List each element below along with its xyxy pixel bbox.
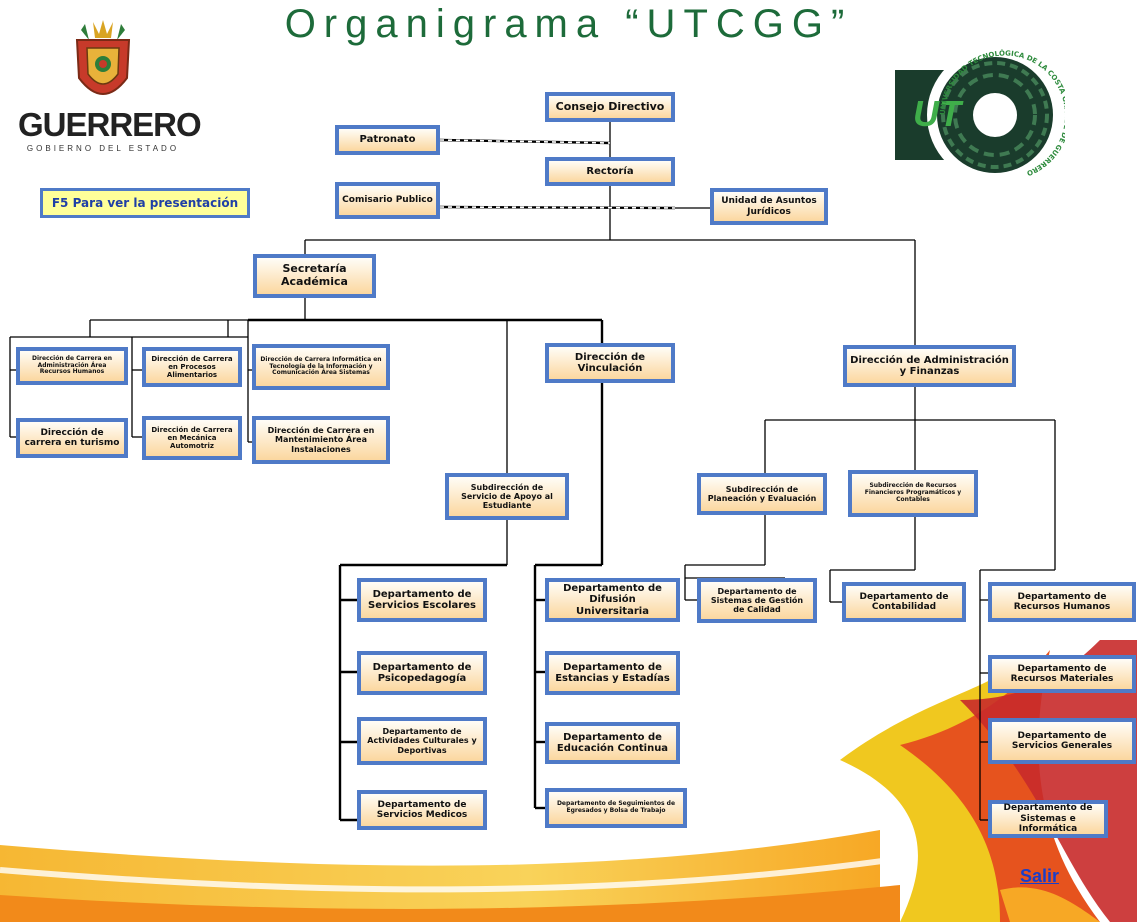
box-dep-actividades-culturales: Departamento de Actividades Culturales y… (357, 717, 487, 765)
box-dir-procesos-alimentarios: Dirección de Carrera en Procesos Aliment… (142, 347, 242, 387)
box-rectoria: Rectoría (545, 157, 675, 186)
box-secretaria-academica: Secretaría Académica (253, 254, 376, 298)
box-dep-seguimiento-egresados: Departamento de Seguimientos de Egresado… (545, 788, 687, 828)
box-comisario-publico: Comisario Publico (335, 182, 440, 219)
box-unidad-asuntos-juridicos: Unidad de Asuntos Jurídicos (710, 188, 828, 225)
utcgg-seal-icon: UT UNIVERSIDAD TECNOLÓGICA DE LA COSTA G… (895, 47, 1071, 183)
box-dir-tic: Dirección de Carrera Informática en Tecn… (252, 344, 390, 390)
exit-link[interactable]: Salir (1020, 866, 1060, 886)
guerrero-logo: GUERRERO GOBIERNO DEL ESTADO (18, 18, 202, 153)
box-dep-sistemas-informatica: Departamento de Sistemas e Informática (988, 800, 1108, 838)
box-patronato: Patronato (335, 125, 440, 155)
box-dep-sistemas-gestion-calidad: Departamento de Sistemas de Gestión de C… (697, 578, 817, 623)
box-dep-recursos-humanos: Departamento de Recursos Humanos (988, 582, 1136, 622)
guerrero-logo-subtitle: GOBIERNO DEL ESTADO (26, 144, 180, 153)
box-dir-administracion-finanzas: Dirección de Administración y Finanzas (843, 345, 1016, 387)
page-title: Organigrama “UTCGG” (284, 2, 853, 46)
box-dep-contabilidad: Departamento de Contabilidad (842, 582, 966, 622)
box-dir-mecanica-automotriz: Dirección de Carrera en Mecánica Automot… (142, 416, 242, 460)
box-subdir-recursos-financieros: Subdirección de Recursos Financieros Pro… (848, 470, 978, 517)
box-dep-psicopedagogia: Departamento de Psicopedagogía (357, 651, 487, 695)
box-dep-servicios-medicos: Departamento de Servicios Medicos (357, 790, 487, 830)
utcgg-mark: UT (913, 93, 964, 134)
box-subdir-apoyo-estudiante: Subdirección de Servicio de Apoyo al Est… (445, 473, 569, 520)
box-dir-mantenimiento: Dirección de Carrera en Mantenimiento Ár… (252, 416, 390, 464)
guerrero-shield-icon (75, 20, 131, 95)
box-dep-difusion-universitaria: Departamento de Difusión Universitaria (545, 578, 680, 622)
box-dir-turismo: Dirección de carrera en turismo (16, 418, 128, 458)
box-consejo-directivo: Consejo Directivo (545, 92, 675, 122)
box-dir-administracion-rh: Dirección de Carrera en Administración Á… (16, 347, 128, 385)
university-logo: UT UNIVERSIDAD TECNOLÓGICA DE LA COSTA G… (895, 40, 1071, 190)
guerrero-logo-name: GUERRERO (18, 106, 202, 143)
box-dep-estancias-estadias: Departamento de Estancias y Estadías (545, 651, 680, 695)
box-dep-educacion-continua: Departamento de Educación Continua (545, 722, 680, 764)
box-dep-servicios-escolares: Departamento de Servicios Escolares (357, 578, 487, 622)
box-dir-vinculacion: Dirección de Vinculación (545, 343, 675, 383)
box-subdir-planeacion: Subdirección de Planeación y Evaluación (697, 473, 827, 515)
presentation-hint: F5 Para ver la presentación (40, 188, 250, 218)
box-dep-servicios-generales: Departamento de Servicios Generales (988, 718, 1136, 764)
box-dep-recursos-materiales: Departamento de Recursos Materiales (988, 655, 1136, 693)
